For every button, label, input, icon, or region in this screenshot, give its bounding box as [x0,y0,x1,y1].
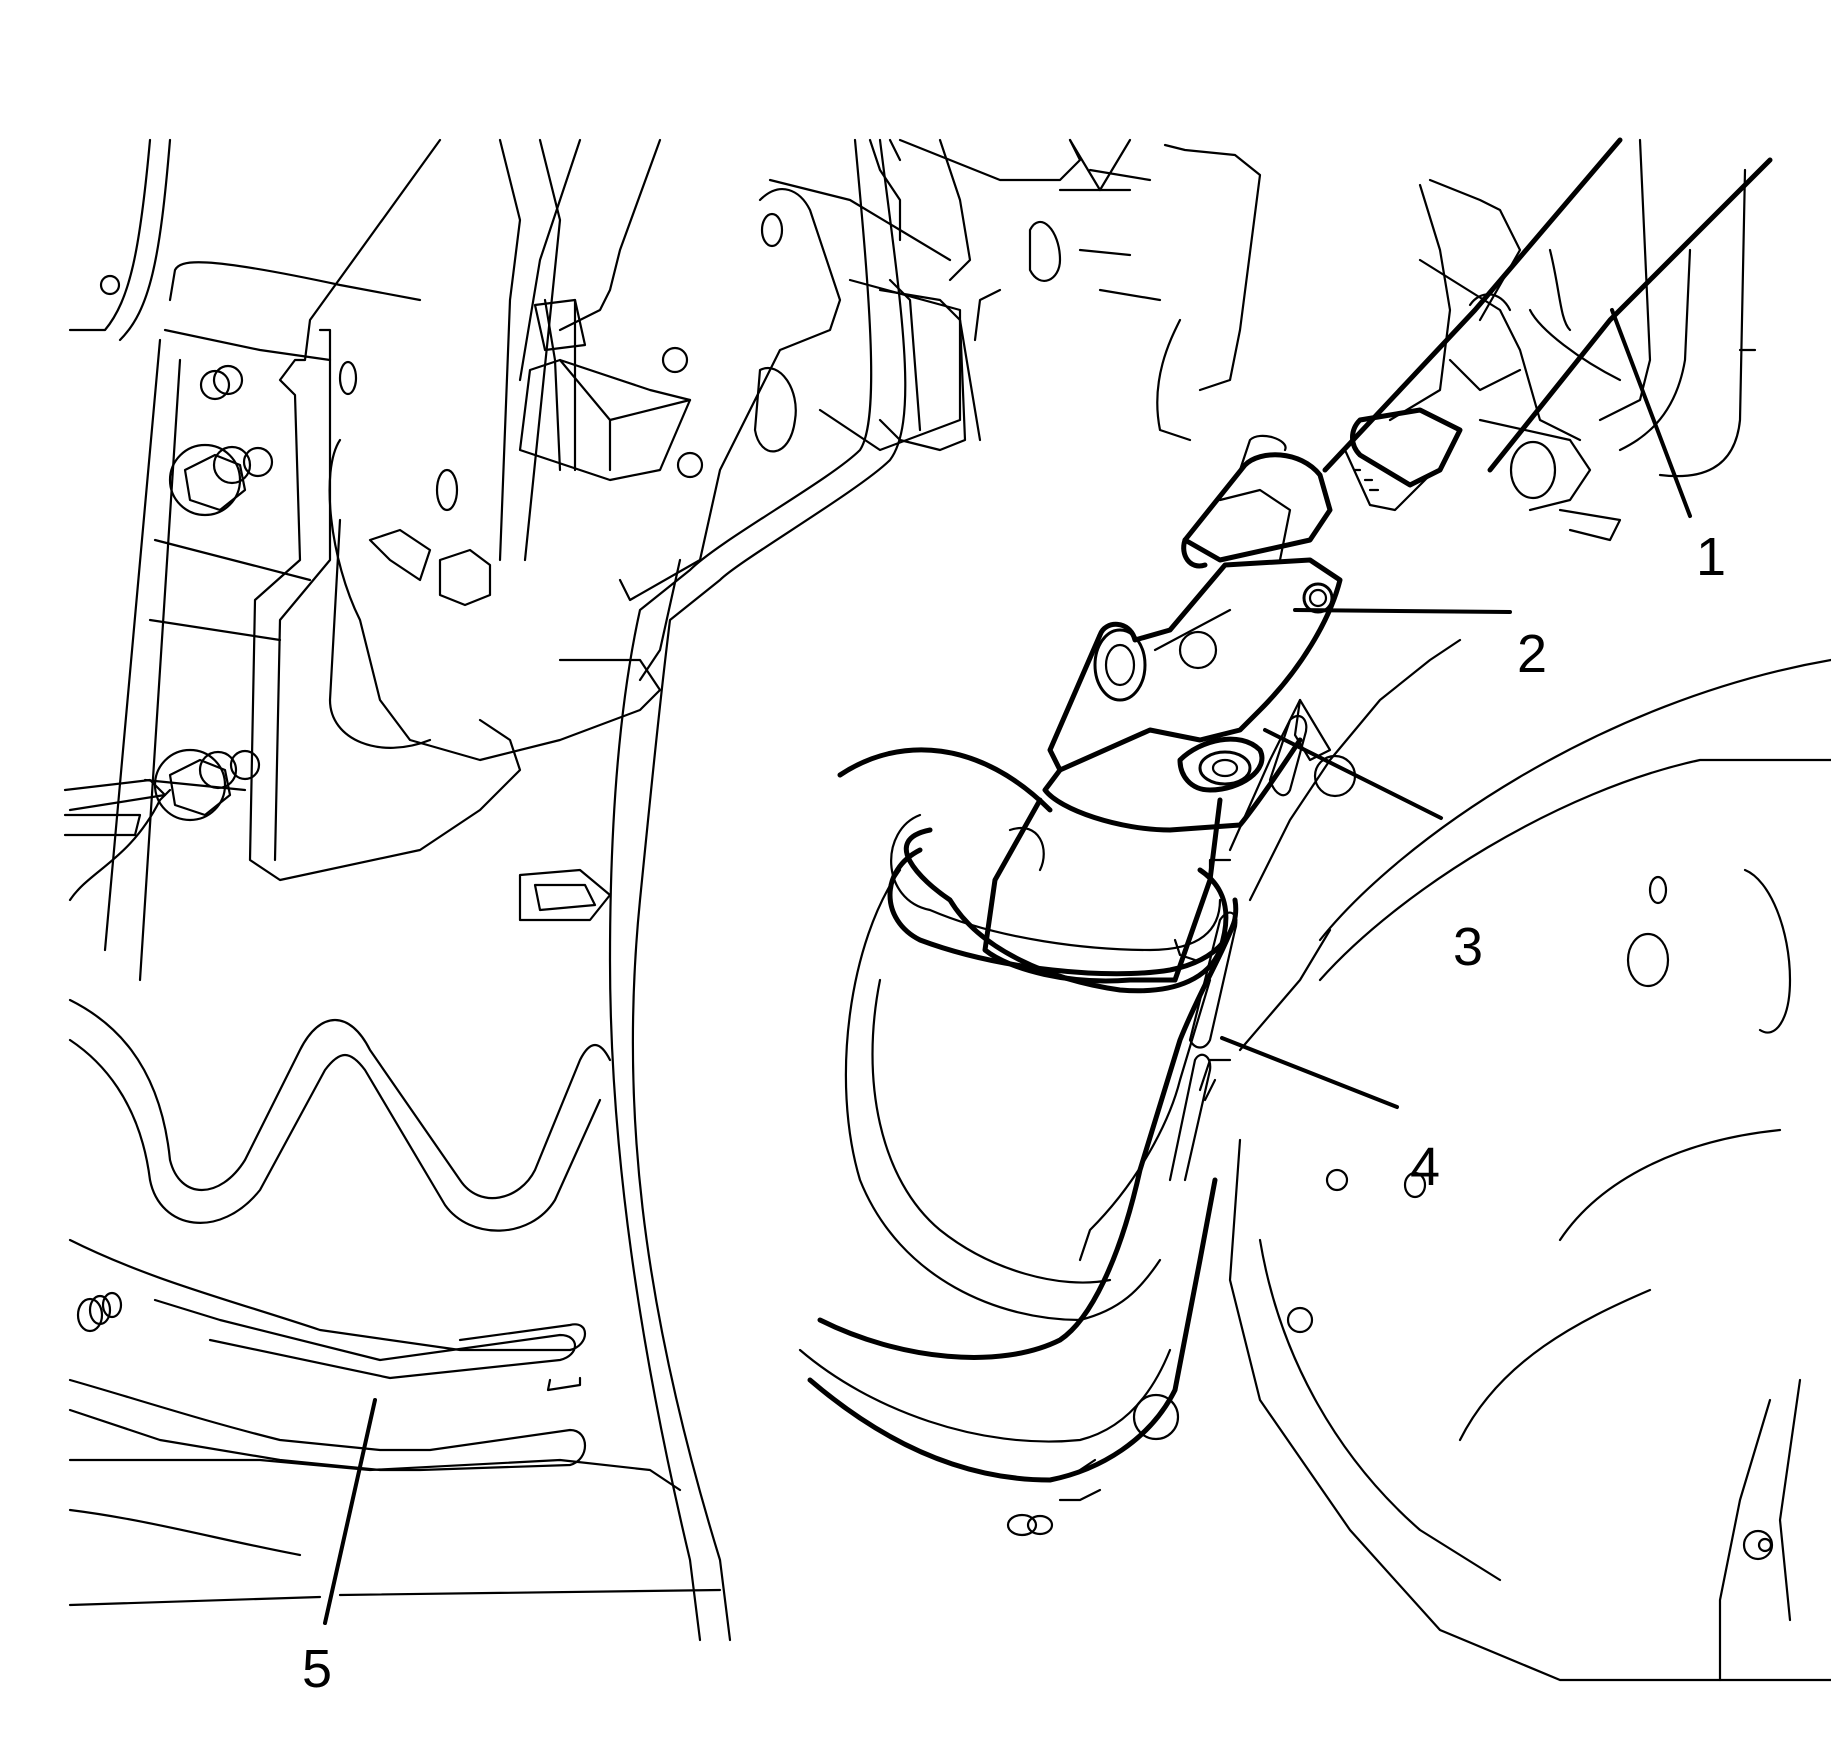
leader-4 [1220,1036,1399,1109]
intermediate-shaft [798,407,1463,1483]
leader-3 [1263,728,1443,820]
callout-5: 5 [302,1639,333,1699]
center-support-beam [608,138,982,1642]
callout-2: 2 [1517,624,1548,684]
callout-leaders [323,308,1692,1625]
steering-column-upper [1322,137,1773,542]
callout-1: 1 [1696,527,1727,587]
callout-4: 4 [1410,1137,1441,1197]
leader-5 [323,1398,377,1625]
lower-panel [68,868,1427,1607]
leader-2 [1293,608,1512,614]
pedal-bracket [248,138,662,882]
dash-panel-right [1132,488,1831,1682]
callout-3: 3 [1453,917,1484,977]
leader-1 [1610,308,1692,518]
brake-booster-bracket [618,138,1262,602]
electrical-connector [518,298,704,482]
left-dash-structure [63,138,422,982]
